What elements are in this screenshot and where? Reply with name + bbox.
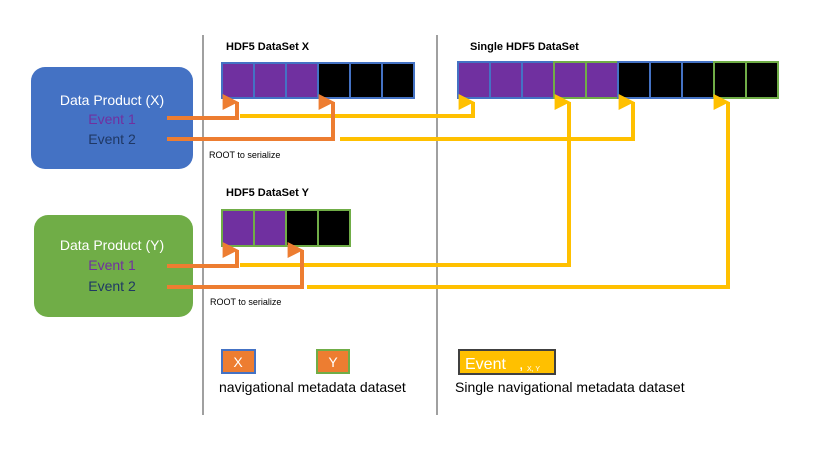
legend-single-nav-label: Single navigational metadata dataset [455,379,685,395]
data-product-x-event1: Event 1 [88,111,136,127]
legend-y-box [316,349,350,374]
single-dataset-cell [745,61,779,99]
single-dataset-cell [457,61,491,99]
legend-event-subscript: X, Y [527,366,540,373]
dataset-y-cell [285,209,319,247]
orange-arrow-x-event2 [167,94,335,141]
yellow-arrow-y-event2 [307,94,730,289]
data-product-y-event1: Event 1 [88,257,136,273]
single-dataset-cell [681,61,715,99]
yellow-arrow-x-event1 [240,94,475,118]
serialize-label-x: ROOT to serialize [209,150,280,160]
data-product-y-box [34,215,193,317]
single-dataset-cell [617,61,651,99]
single-dataset-cell [489,61,523,99]
legend-x-box [221,349,256,374]
yellow-arrow-y-event1 [240,94,571,267]
legend-event-label: Event [465,356,506,373]
data-product-y-title: Data Product (Y) [60,237,164,253]
single-dataset-cell [521,61,555,99]
dataset-x-cell [381,62,415,99]
legend-event-comma: , [519,356,523,373]
data-product-x-box [31,67,193,169]
legend-event-box [458,349,556,375]
legend-y-label: Y [328,354,338,370]
dataset-x-cell [253,62,287,99]
dataset-y-cell [317,209,351,247]
dataset-x-cells [221,62,415,99]
serialize-label-y: ROOT to serialize [210,297,281,307]
orange-arrow-y-event1 [167,242,239,268]
yellow-arrows [240,94,730,289]
orange-arrow-x-event1 [167,94,239,120]
dataset-x-cell [221,62,255,99]
single-dataset-cell [553,61,587,99]
orange-arrow-y-event2 [167,242,304,289]
dataset-x-cell [349,62,383,99]
single-dataset-cell [713,61,747,99]
dataset-x-cell [285,62,319,99]
legend-x-label: X [233,354,243,370]
dataset-y-title: HDF5 DataSet Y [226,187,310,199]
single-dataset-cell [649,61,683,99]
data-product-x-title: Data Product (X) [60,92,164,108]
dataset-y-cells [221,209,351,247]
data-product-y-event2: Event 2 [88,278,136,294]
legend-nav-label: navigational metadata dataset [219,379,406,395]
single-dataset-title: Single HDF5 DataSet [470,41,579,53]
dataset-x-cell [317,62,351,99]
orange-arrows [167,94,335,289]
dataset-y-cell [253,209,287,247]
dataset-y-cell [221,209,255,247]
single-dataset-cells [457,61,779,99]
single-dataset-cell [585,61,619,99]
data-product-x-event2: Event 2 [88,131,136,147]
yellow-arrow-x-event2 [340,94,635,141]
dataset-x-title: HDF5 DataSet X [226,41,310,53]
